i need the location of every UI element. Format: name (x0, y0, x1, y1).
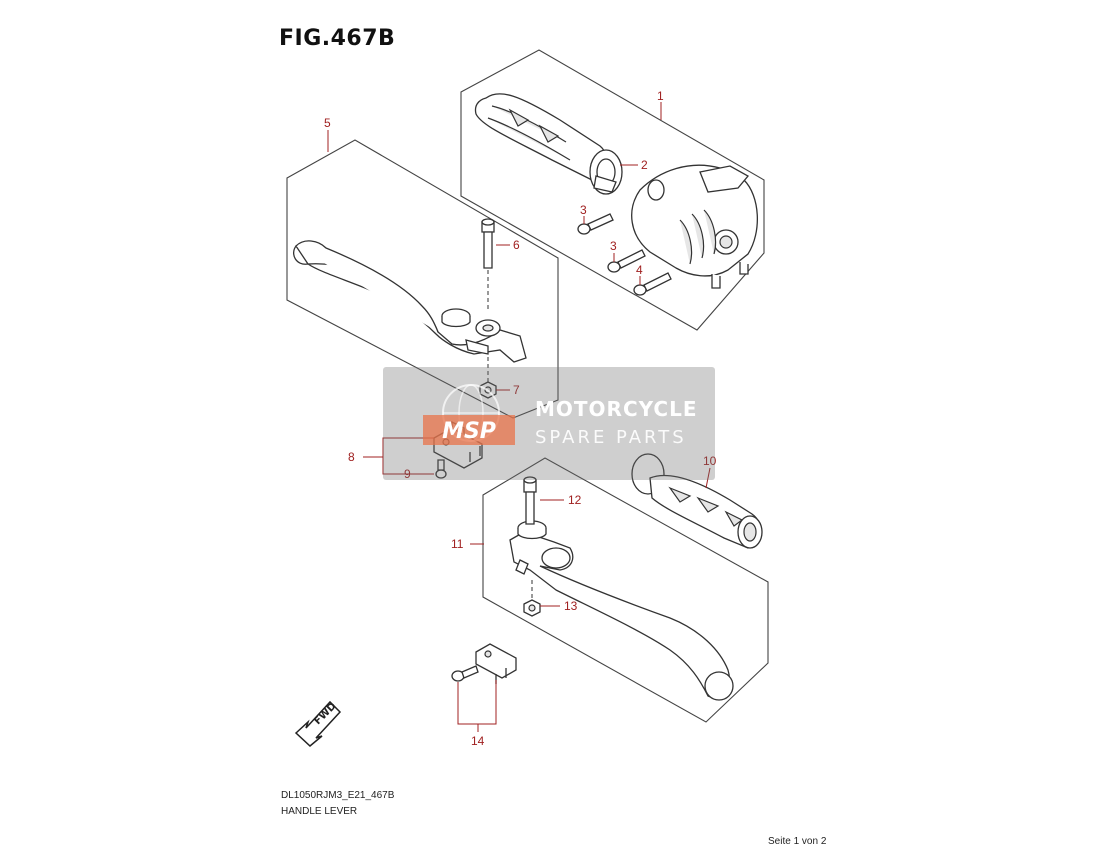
frame-clutch-lever (482, 457, 769, 723)
fwd-arrow: FWD (294, 701, 342, 747)
callout-3b: 3 (610, 239, 617, 253)
left-grip (631, 453, 763, 549)
callout-4: 4 (636, 263, 643, 277)
throttle-grip (474, 93, 623, 195)
screw-3a (577, 213, 614, 235)
callout-2: 2 (641, 158, 648, 172)
figure-code: DL1050RJM3_E21_467B (281, 790, 395, 801)
wm-logo-text: MSP (442, 419, 496, 444)
watermark: MSP MOTORCYCLE SPARE PARTS (383, 367, 715, 480)
wm-title: MOTORCYCLE (535, 397, 698, 421)
leader-lines (327, 102, 711, 732)
figure-name: HANDLE LEVER (281, 806, 358, 817)
bolt-6 (481, 218, 495, 312)
clutch-switch-14 (451, 643, 517, 684)
frame-brake-lever (286, 139, 559, 419)
screw-4 (633, 272, 672, 296)
nut-13 (523, 580, 541, 617)
screw-9 (435, 459, 447, 479)
screw-3b (607, 249, 646, 273)
frame-throttle-assembly (460, 49, 765, 331)
callout-3a: 3 (580, 203, 587, 217)
callout-14: 14 (471, 734, 485, 748)
page-indicator: Seite 1 von 2 (768, 836, 827, 847)
wm-subtitle: SPARE PARTS (535, 427, 687, 448)
callout-1: 1 (657, 89, 664, 103)
callout-6: 6 (513, 238, 520, 252)
callout-7: 7 (513, 383, 520, 397)
figure-title: FIG.467B (279, 26, 396, 51)
throttle-housing (631, 164, 758, 289)
callout-11: 11 (451, 537, 464, 551)
callout-9: 9 (404, 467, 411, 481)
callout-10: 10 (703, 454, 717, 468)
brake-lever (293, 240, 527, 363)
callout-12: 12 (568, 493, 582, 507)
callout-8: 8 (348, 450, 355, 464)
bolt-12 (523, 476, 537, 525)
callout-5: 5 (324, 116, 331, 130)
msp-logo: MSP (423, 384, 515, 445)
clutch-lever (509, 520, 734, 701)
callout-13: 13 (564, 599, 578, 613)
